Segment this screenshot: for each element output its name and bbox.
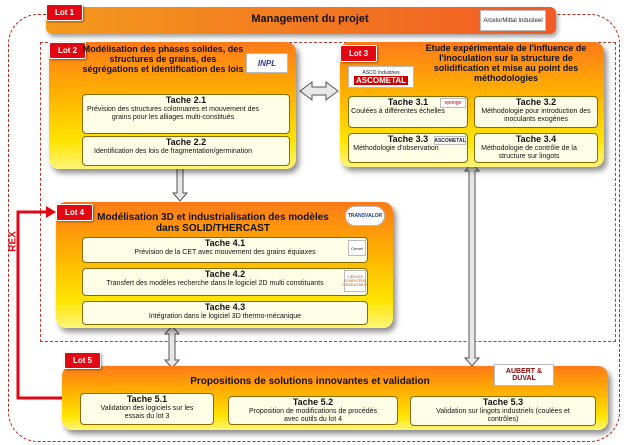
task-2-2: Tache 2.2 Identification des lois de fra…: [82, 136, 290, 166]
task-3-3-desc: Méthodologie d'observation: [353, 145, 439, 152]
task-4-1-desc: Prévision de la CET avec mouvement des g…: [134, 249, 316, 256]
task-3-2-desc: Méthodologie pour introduction des inocu…: [481, 108, 591, 123]
lot1-title: Management du projet: [251, 13, 369, 25]
task-4-3: Tache 4.3 Intégration dans le logiciel 3…: [82, 301, 368, 325]
task-4-2-logo: CIENCES COMPUTERS CONSULTANTS: [342, 270, 368, 292]
task-3-4-title: Tache 3.4: [515, 134, 557, 144]
lot3-logo-top: ASCO Industries: [362, 69, 400, 76]
task-5-3: Tache 5.3 Validation sur lingots industr…: [410, 396, 596, 426]
task-4-1: Tache 4.1 Prévision de la CET avec mouve…: [82, 237, 368, 263]
task-5-3-desc: Validation sur lingots industriels (coul…: [436, 408, 570, 423]
task-3-1-logo: eponge: [440, 98, 466, 108]
lot3-logo-main: ASCOMETAL: [353, 75, 409, 85]
task-2-1-title: Tache 2.1: [165, 95, 207, 105]
lot3-lot5-long-arrow: [463, 162, 481, 367]
inner-dashed-frame: [40, 42, 616, 342]
lot4-lot5-double-arrow: [163, 325, 181, 369]
lot1-label: Lot 1: [46, 4, 84, 21]
lot5-title: Propositions de solutions innovantes et …: [190, 376, 430, 387]
task-5-2: Tache 5.2 Proposition de modifications d…: [228, 396, 398, 425]
task-4-1-title: Tache 4.1: [204, 238, 246, 248]
task-4-2-desc: Transfert des modèles recherche dans le …: [106, 280, 324, 287]
task-3-4-desc: Méthodologie de contrôle de la structure…: [481, 145, 577, 160]
task-3-2-title: Tache 3.2: [515, 97, 557, 107]
task-5-1-title: Tache 5.1: [126, 394, 168, 404]
lot2-label: Lot 2: [49, 42, 87, 59]
task-5-2-desc: Proposition de modifications de procédés…: [248, 408, 378, 423]
lot4-label: Lot 4: [56, 204, 94, 221]
lot2-lot3-double-arrow: [299, 81, 339, 101]
task-3-3-logo: ASCOMETAL: [434, 136, 466, 145]
lot4-logo: TRANSVALOR: [345, 206, 385, 226]
task-4-3-title: Tache 4.3: [204, 302, 246, 312]
task-2-2-title: Tache 2.2: [165, 137, 207, 147]
lot1-bar: [46, 7, 556, 34]
lot3-logo: ASCO Industries ASCOMETAL: [348, 66, 414, 88]
task-4-3-desc: Intégration dans le logiciel 3D thermo-m…: [148, 313, 302, 320]
task-3-3: Tache 3.3 Méthodologie d'observation: [348, 133, 468, 163]
task-5-3-title: Tache 5.3: [482, 397, 524, 407]
task-5-1: Tache 5.1 Validation des logiciels sur l…: [80, 393, 214, 425]
lot3-title: Etude expérimentale de l'influence de l'…: [425, 43, 587, 83]
task-5-1-desc: Validation des logiciels sur les essais …: [100, 405, 194, 420]
task-3-2: Tache 3.2 Méthodologie pour introduction…: [474, 96, 598, 128]
lot2-logo: INPL: [246, 53, 288, 73]
task-4-2-title: Tache 4.2: [204, 269, 246, 279]
task-2-1-desc: Prévision des structures colonnaires et …: [87, 106, 259, 121]
task-5-2-title: Tache 5.2: [292, 397, 334, 407]
task-3-4: Tache 3.4 Méthodologie de contrôle de la…: [474, 133, 598, 163]
task-3-3-title: Tache 3.3: [387, 134, 429, 144]
task-3-1-title: Tache 3.1: [387, 97, 429, 107]
lot2-title: Modélisation des phases solides, des str…: [82, 44, 244, 74]
task-2-1: Tache 2.1 Prévision des structures colon…: [82, 94, 290, 134]
task-3-1-desc: Coulées à différentes échelles: [351, 108, 445, 115]
task-4-1-logo: Cemef: [348, 240, 366, 256]
task-2-2-desc: Identification des lois de fragmentation…: [94, 148, 252, 155]
lot5-label: Lot 5: [64, 352, 102, 369]
lot1-logo: ArcelorMittal Industeel: [480, 10, 546, 31]
lot5-logo: AUBERT & DUVAL: [494, 364, 554, 386]
lot3-label: Lot 3: [340, 45, 378, 62]
lot4-title: Modélisation 3D et industrialisation des…: [97, 212, 329, 234]
task-4-2: Tache 4.2 Transfert des modèles recherch…: [82, 268, 368, 296]
rex-label: REX: [7, 231, 19, 252]
